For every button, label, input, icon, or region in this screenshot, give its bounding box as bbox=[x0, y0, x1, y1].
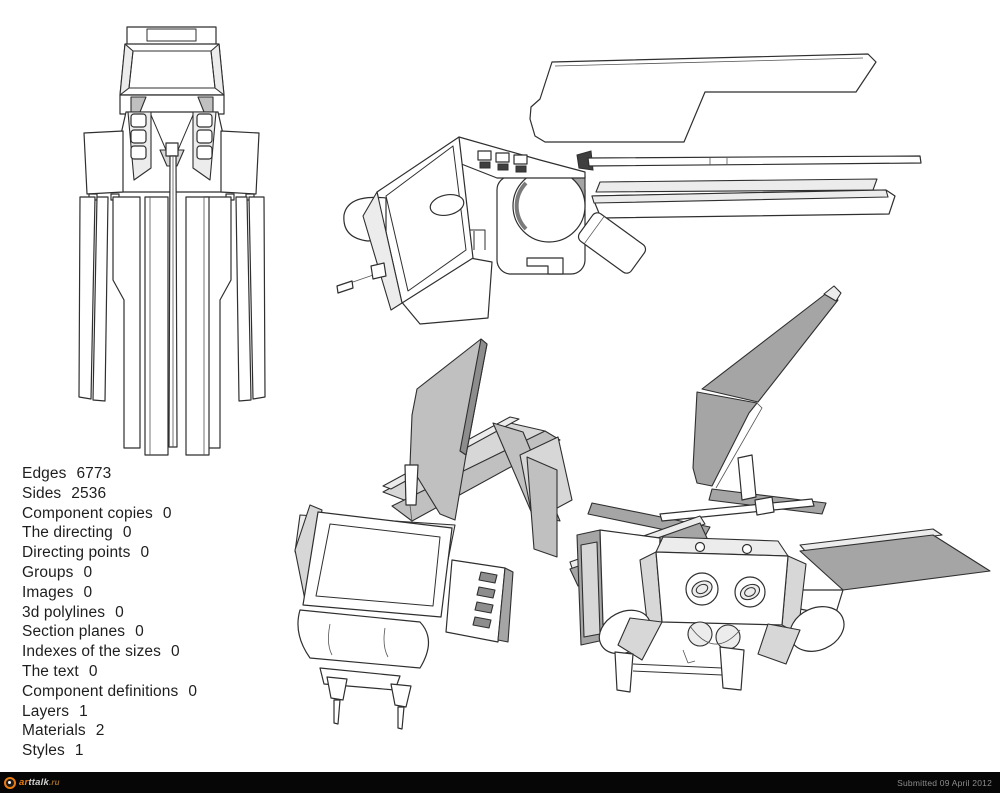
stat-value: 0 bbox=[88, 662, 98, 680]
stat-edges: Edges 6773 bbox=[22, 464, 197, 484]
stat-value: 2536 bbox=[71, 484, 107, 502]
stat-label: Indexes of the sizes bbox=[22, 643, 161, 661]
stat-component-copies: Component copies 0 bbox=[22, 504, 197, 524]
stat-materials: Materials 2 bbox=[22, 721, 197, 741]
stat-value: 6773 bbox=[76, 465, 112, 482]
stat-label: Materials bbox=[22, 722, 86, 740]
stat-label: The text bbox=[22, 662, 79, 680]
stat-label: Groups bbox=[22, 563, 74, 581]
stat-value: 1 bbox=[74, 742, 84, 760]
stat-label: Directing points bbox=[22, 544, 131, 562]
logo-text-accent: ar bbox=[19, 777, 29, 788]
stat-label: Styles bbox=[22, 742, 65, 760]
stat-section-planes: Section planes 0 bbox=[22, 622, 197, 642]
stat-label: Component definitions bbox=[22, 682, 179, 700]
stat-value: 0 bbox=[162, 504, 172, 522]
stat-sides: Sides 2536 bbox=[22, 484, 197, 504]
stat-3d-polylines: 3d polylines 0 bbox=[22, 603, 197, 623]
logo-text-domain: .ru bbox=[48, 778, 60, 787]
stat-value: 0 bbox=[115, 603, 124, 621]
stat-images: Images 0 bbox=[22, 583, 197, 603]
stat-styles: Styles 1 bbox=[22, 741, 197, 761]
stat-value: 0 bbox=[122, 524, 132, 542]
stat-value: 0 bbox=[140, 544, 150, 562]
stat-value: 1 bbox=[79, 702, 88, 720]
watermark-bar: arttalk.ru Submitted 09 April 2012 bbox=[0, 772, 1000, 793]
view-perspective-front bbox=[294, 338, 573, 730]
stat-label: Component copies bbox=[22, 504, 153, 522]
stat-value: 0 bbox=[188, 682, 198, 700]
stat-value: 0 bbox=[83, 563, 93, 581]
stat-the-text: The text 0 bbox=[22, 662, 197, 682]
stat-label: The directing bbox=[22, 524, 113, 542]
stat-groups: Groups 0 bbox=[22, 563, 197, 583]
site-logo-icon bbox=[4, 776, 16, 789]
stat-label: Images bbox=[22, 583, 74, 601]
stat-component-definitions: Component definitions 0 bbox=[22, 682, 197, 702]
view-perspective-rear bbox=[569, 285, 991, 693]
stat-label: Section planes bbox=[22, 623, 126, 641]
stat-the-directing: The directing 0 bbox=[22, 523, 197, 543]
stat-value: 0 bbox=[135, 623, 144, 641]
view-front-orthographic bbox=[78, 26, 266, 456]
stat-value: 0 bbox=[83, 583, 93, 601]
stat-label: 3d polylines bbox=[22, 603, 106, 621]
model-statistics-list: Edges 6773 Sides 2536 Component copies 0 Th… bbox=[22, 464, 197, 761]
stat-layers: Layers 1 bbox=[22, 702, 197, 722]
stat-label: Layers bbox=[22, 702, 70, 720]
stat-label: Edges bbox=[22, 465, 67, 482]
logo-text-mid: ttalk bbox=[28, 777, 49, 788]
submitted-date: Submitted 09 April 2012 bbox=[897, 777, 992, 788]
stat-label: Sides bbox=[22, 484, 62, 502]
model-views-canvas bbox=[78, 26, 991, 730]
stat-directing-points: Directing points 0 bbox=[22, 543, 197, 563]
stat-indexes-of-sizes: Indexes of the sizes 0 bbox=[22, 642, 197, 662]
site-logo: arttalk.ru bbox=[4, 776, 60, 789]
stat-value: 2 bbox=[95, 722, 105, 740]
stat-value: 0 bbox=[171, 643, 180, 661]
view-side-orthographic bbox=[336, 53, 922, 325]
